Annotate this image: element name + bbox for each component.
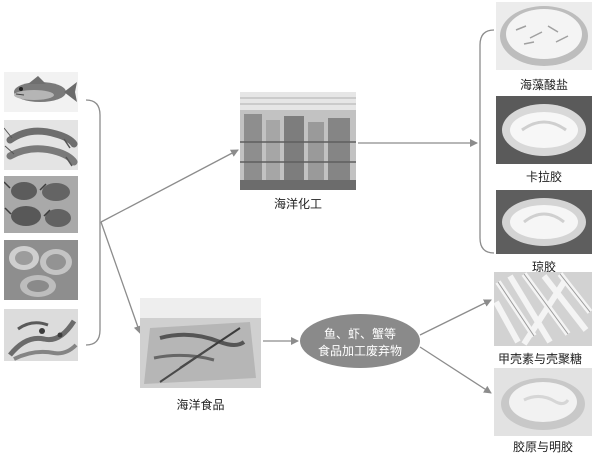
food-label: 海洋食品	[176, 398, 225, 412]
arrow-waste-to-chitin	[419, 299, 492, 336]
food-processing-photo	[140, 298, 261, 388]
arrow-to-chemical	[100, 149, 239, 223]
arrow-waste-to-collagen	[419, 346, 492, 394]
carrageenan-icon	[502, 104, 586, 156]
collagen-label: 胶原与明胶	[512, 440, 573, 454]
crab-icon	[4, 181, 71, 227]
agar-icon	[502, 198, 586, 246]
waste-label-line1: 鱼、虾、蟹等	[323, 327, 396, 341]
chemical-plant-photo	[240, 92, 356, 190]
collagen-photo	[494, 368, 592, 436]
carrageenan-label: 卡拉胶	[525, 170, 562, 184]
chitin-icon	[494, 272, 592, 346]
seaweed-photo	[4, 309, 78, 361]
alginate-label: 海藻酸盐	[519, 78, 568, 92]
arrow-to-food	[100, 221, 142, 334]
fish-photo	[4, 72, 78, 112]
crab-photo	[4, 176, 78, 233]
shrimp-photo	[4, 120, 78, 170]
seafood-processing-icon	[140, 298, 261, 384]
chemical-label: 海洋化工	[273, 197, 322, 211]
carrageenan-photo	[496, 96, 592, 164]
alginate-photo	[496, 2, 592, 70]
waste-ellipse	[300, 314, 420, 368]
fish-icon	[14, 76, 77, 102]
agar-label: 琼胶	[531, 260, 556, 274]
raw-materials-brace	[85, 99, 101, 346]
chitin-photo	[494, 272, 592, 346]
seaweed-icon	[8, 319, 78, 361]
alginate-icon	[500, 6, 588, 66]
shellfish-icon	[9, 246, 72, 297]
agar-photo	[496, 190, 592, 254]
chitin-label: 甲壳素与壳聚糖	[497, 352, 582, 366]
shrimp-icon	[4, 127, 78, 167]
factory-icon	[240, 92, 356, 190]
collagen-icon	[501, 378, 585, 430]
shellfish-photo	[4, 240, 78, 300]
chem-products-brace	[479, 29, 495, 254]
waste-label-line2: 食品加工废弃物	[317, 344, 402, 358]
